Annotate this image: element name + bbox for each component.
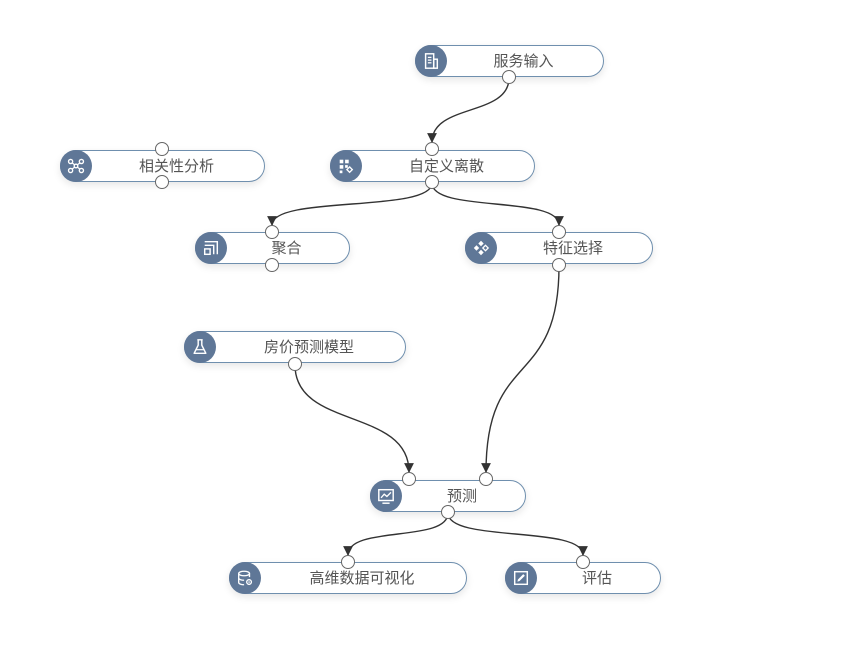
node-label: 评估 (581, 569, 612, 587)
output-port-custom-discretize[interactable] (425, 175, 439, 189)
edge-custom-discretize-to-feature-selection[interactable] (431, 182, 564, 226)
input-port-custom-discretize[interactable] (425, 142, 439, 156)
monitor-chart-icon (370, 480, 402, 512)
input-port-evaluate[interactable] (576, 555, 590, 569)
edge-house-price-model-to-predict[interactable] (294, 364, 414, 473)
input-port-predict-1[interactable] (402, 472, 416, 486)
aggregate-icon (195, 232, 227, 264)
input-port-feature-selection[interactable] (552, 225, 566, 239)
database-icon (229, 562, 261, 594)
output-port-aggregate[interactable] (265, 258, 279, 272)
edit-icon (505, 562, 537, 594)
node-label: 特征选择 (542, 239, 603, 257)
input-port-predict-2[interactable] (479, 472, 493, 486)
edge-predict-to-evaluate[interactable] (447, 512, 588, 556)
node-label: 相关性分析 (138, 157, 214, 175)
diamond-grid-icon (465, 232, 497, 264)
node-label: 预测 (446, 487, 477, 505)
input-port-aggregate[interactable] (265, 225, 279, 239)
edge-predict-to-hd-visualization[interactable] (343, 512, 449, 556)
network-icon (60, 150, 92, 182)
node-label: 房价预测模型 (263, 338, 354, 356)
node-evaluate[interactable]: 评估 (505, 562, 661, 594)
node-hd-visualization[interactable]: 高维数据可视化 (229, 562, 467, 594)
output-port-house-price-model[interactable] (288, 357, 302, 371)
edge-custom-discretize-to-aggregate[interactable] (267, 182, 433, 226)
discretize-icon (330, 150, 362, 182)
input-port-correlation-analysis[interactable] (155, 142, 169, 156)
output-port-predict[interactable] (441, 505, 455, 519)
flask-icon (184, 331, 216, 363)
edge-feature-selection-to-predict[interactable] (481, 265, 560, 473)
node-label: 高维数据可视化 (309, 569, 415, 587)
output-port-correlation-analysis[interactable] (155, 175, 169, 189)
building-icon (415, 45, 447, 77)
edge-service-input-to-custom-discretize[interactable] (427, 77, 510, 143)
output-port-feature-selection[interactable] (552, 258, 566, 272)
output-port-service-input[interactable] (502, 70, 516, 84)
input-port-hd-visualization[interactable] (341, 555, 355, 569)
node-label: 自定义离散 (408, 157, 484, 175)
node-label: 聚合 (271, 239, 302, 257)
node-label: 服务输入 (493, 52, 554, 70)
